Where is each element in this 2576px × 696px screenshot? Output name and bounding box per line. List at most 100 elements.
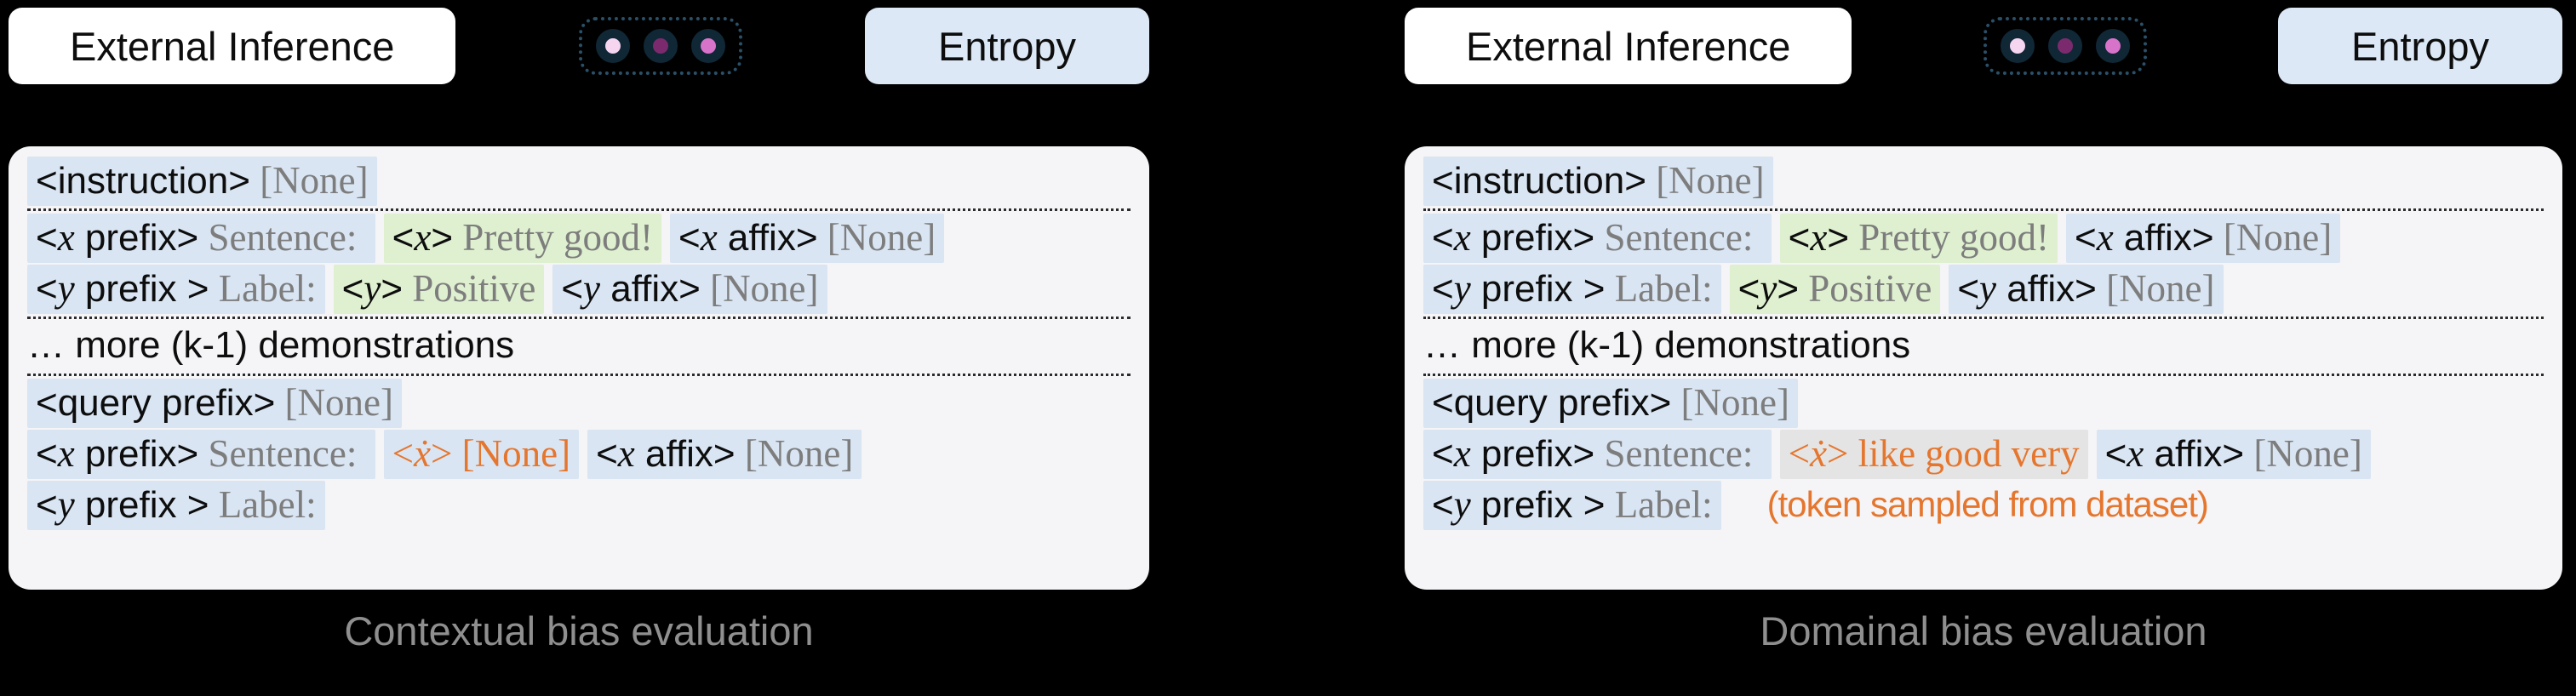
text-run: prefix > <box>1470 268 1606 310</box>
text-run: x <box>1453 432 1471 475</box>
text-run: x <box>1453 216 1471 259</box>
template-row: <x prefix> Sentence: <ẋ> like good very<… <box>1423 429 2544 480</box>
right-column: External Inference Entropy <instruction>… <box>1405 0 2562 696</box>
text-run: affix> <box>2144 433 2245 475</box>
external-inference-box: External Inference <box>9 8 456 84</box>
dotted-separator <box>27 374 1131 376</box>
token-distribution-icon <box>1983 17 2147 75</box>
text-run: x <box>57 216 75 259</box>
text-run: < <box>1432 268 1454 310</box>
text-run: y <box>364 267 381 310</box>
text-run: y <box>583 267 600 310</box>
text-run: < <box>596 433 618 475</box>
text-run: < <box>36 217 58 259</box>
text-run: < <box>1957 268 1980 310</box>
token-circle <box>690 29 725 63</box>
right-header: External Inference Entropy <box>1405 7 2562 85</box>
text-run: < <box>2075 217 2097 259</box>
external-inference-label: External Inference <box>70 23 395 69</box>
segment-blue: <x affix> [None] <box>670 214 945 263</box>
dotted-separator <box>1423 374 2544 376</box>
text-run: affix> <box>2113 217 2214 259</box>
segment-none: (token sampled from dataset) <box>1730 481 2209 530</box>
text-run: [None] <box>1671 381 1789 424</box>
text-run: … more (k-1) demonstrations <box>27 324 515 366</box>
token-circle <box>595 29 630 63</box>
text-run: prefix> <box>74 217 199 259</box>
text-run: ẋ <box>1810 432 1828 475</box>
text-run: > <box>431 217 454 259</box>
text-run: [None] <box>2213 216 2333 259</box>
template-row: <instruction> [None] <box>27 156 1131 207</box>
text-run: < <box>1788 217 1811 259</box>
right-caption: Domainal bias evaluation <box>1760 608 2207 653</box>
text-run: > <box>1827 217 1850 259</box>
segment-gray: <ẋ> like good very <box>1779 430 2088 479</box>
segment-blue: <x prefix> Sentence: <box>27 214 375 263</box>
external-inference-label: External Inference <box>1466 23 1791 69</box>
external-inference-box: External Inference <box>1405 8 1852 84</box>
entropy-label: Entropy <box>2351 23 2489 69</box>
text-run: <instruction> <box>36 160 250 202</box>
text-run: <query prefix> <box>36 382 276 424</box>
text-run: [None] <box>817 216 936 259</box>
text-run: < <box>341 268 364 310</box>
segment-blue: <ẋ> [None] <box>383 430 580 479</box>
text-run: [None] <box>249 159 369 202</box>
text-run: Label: <box>1605 267 1713 310</box>
text-run: [None] <box>275 381 393 424</box>
text-run: < <box>678 217 701 259</box>
entropy-box: Entropy <box>2278 8 2562 84</box>
text-run: Positive <box>403 267 536 310</box>
entropy-label: Entropy <box>938 23 1076 69</box>
segment-blue: <y prefix > Label: <box>1423 265 1721 314</box>
text-run: Pretty good! <box>453 216 654 259</box>
text-run: affix> <box>717 217 818 259</box>
text-run: < <box>2104 433 2127 475</box>
text-run: <query prefix> <box>1432 382 1672 424</box>
dotted-separator <box>1423 317 2544 319</box>
segment-blue: <y prefix > Label: <box>1423 481 1721 530</box>
left-header: External Inference Entropy <box>9 7 1149 85</box>
text-run: y <box>57 483 75 526</box>
template-row: … more (k-1) demonstrations <box>1423 321 2544 372</box>
text-run: < <box>392 217 415 259</box>
token-circle <box>2047 29 2082 63</box>
token-distribution-icon <box>578 17 742 75</box>
text-run: x <box>57 432 75 475</box>
segment-blue: <y prefix > Label: <box>27 265 325 314</box>
token-circle <box>643 29 678 63</box>
segment-blue: <x prefix> Sentence: <box>27 430 375 479</box>
text-run: Label: <box>1605 483 1713 526</box>
text-run: Sentence: <box>1594 216 1763 259</box>
text-run: y <box>57 267 75 310</box>
text-run: x <box>617 432 635 475</box>
segment-blue: <query prefix> [None] <box>1423 379 1798 428</box>
text-run: Sentence: <box>1594 432 1763 475</box>
segment-blue: <x affix> [None] <box>2096 430 2371 479</box>
text-run: < <box>36 484 58 526</box>
template-row: <y prefix > Label: <box>27 480 1131 531</box>
template-row: <x prefix> Sentence: <ẋ> [None]<x affix>… <box>27 429 1131 480</box>
text-run: x <box>2096 216 2114 259</box>
text-run: prefix > <box>74 484 209 526</box>
dotted-separator <box>27 317 1131 319</box>
text-run: < <box>1737 268 1760 310</box>
text-run: Label: <box>209 267 317 310</box>
segment-blue: <instruction> [None] <box>1423 157 1773 206</box>
text-run: Sentence: <box>198 432 367 475</box>
text-run: < <box>1432 217 1454 259</box>
left-column: External Inference Entropy <instruction>… <box>9 0 1149 696</box>
template-row: <instruction> [None] <box>1423 156 2544 207</box>
text-run: (token sampled from dataset) <box>1766 484 2209 524</box>
text-run: [None] <box>2096 267 2215 310</box>
text-run: [None] <box>700 267 819 310</box>
dotted-separator <box>1423 208 2544 211</box>
segment-blue: <x affix> [None] <box>2066 214 2341 263</box>
text-run: prefix > <box>1470 484 1606 526</box>
text-run: [None] <box>1646 159 1765 202</box>
segment-blue: <instruction> [None] <box>27 157 377 206</box>
segment-blue: <y affix> [None] <box>1949 265 2224 314</box>
text-run: < <box>36 268 58 310</box>
segment-blue: <x prefix> Sentence: <box>1423 430 1772 479</box>
